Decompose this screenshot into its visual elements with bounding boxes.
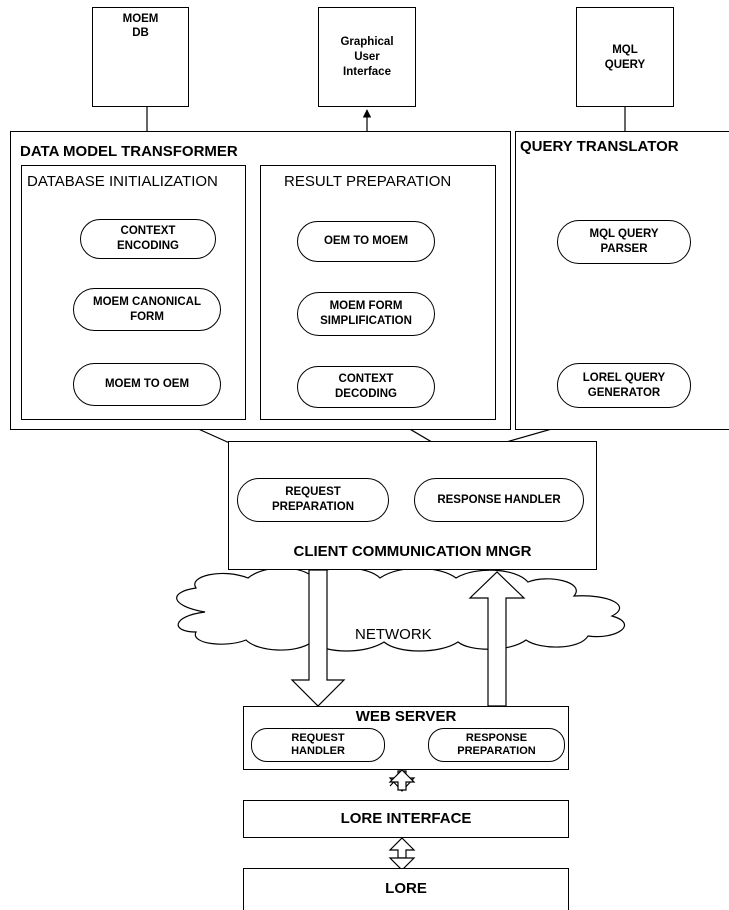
response-preparation-step: RESPONSE PREPARATION	[428, 728, 565, 762]
moem-canonical-form-step: MOEM CANONICAL FORM	[73, 288, 221, 331]
moem-form-simplification-step: MOEM FORM SIMPLIFICATION	[297, 292, 435, 336]
moem-db-box: MOEM DB	[92, 7, 189, 107]
data-model-transformer-title: DATA MODEL TRANSFORMER	[20, 143, 238, 160]
context-encoding-step: CONTEXT ENCODING	[80, 219, 216, 259]
lore-interface-panel: LORE INTERFACE	[243, 800, 569, 838]
moem-to-oem-step: MOEM TO OEM	[73, 363, 221, 406]
mql-query-box: MQL QUERY	[576, 7, 674, 107]
lore-label: LORE	[385, 880, 427, 897]
mql-query-label: MQL QUERY	[604, 44, 646, 71]
result-preparation-title: RESULT PREPARATION	[284, 173, 452, 190]
request-handler-step: REQUEST HANDLER	[251, 728, 385, 762]
lore-interface-label: LORE INTERFACE	[340, 810, 472, 827]
response-flow-arrow	[468, 571, 526, 707]
lorel-query-generator-step: LOREL QUERY GENERATOR	[557, 363, 691, 408]
mql-query-parser-step: MQL QUERY PARSER	[557, 220, 691, 264]
web-server-title: WEB SERVER	[355, 708, 457, 725]
database-initialization-title: DATABASE INITIALIZATION	[27, 173, 218, 190]
response-handler-step: RESPONSE HANDLER	[414, 478, 584, 522]
query-translator-title: QUERY TRANSLATOR	[520, 138, 679, 155]
network-label: NETWORK	[355, 626, 432, 643]
context-decoding-step: CONTEXT DECODING	[297, 366, 435, 408]
moem-db-label: MOEM DB	[122, 13, 159, 39]
request-flow-arrow	[290, 569, 346, 707]
oem-to-moem-step: OEM TO MOEM	[297, 221, 435, 262]
gui-box: Graphical User Interface	[318, 7, 416, 107]
request-preparation-step: REQUEST PREPARATION	[237, 478, 389, 522]
lore-panel: LORE	[243, 868, 569, 910]
client-communication-title: CLIENT COMMUNICATION MNGR	[293, 543, 532, 560]
gui-label: Graphical User Interface	[340, 36, 394, 78]
